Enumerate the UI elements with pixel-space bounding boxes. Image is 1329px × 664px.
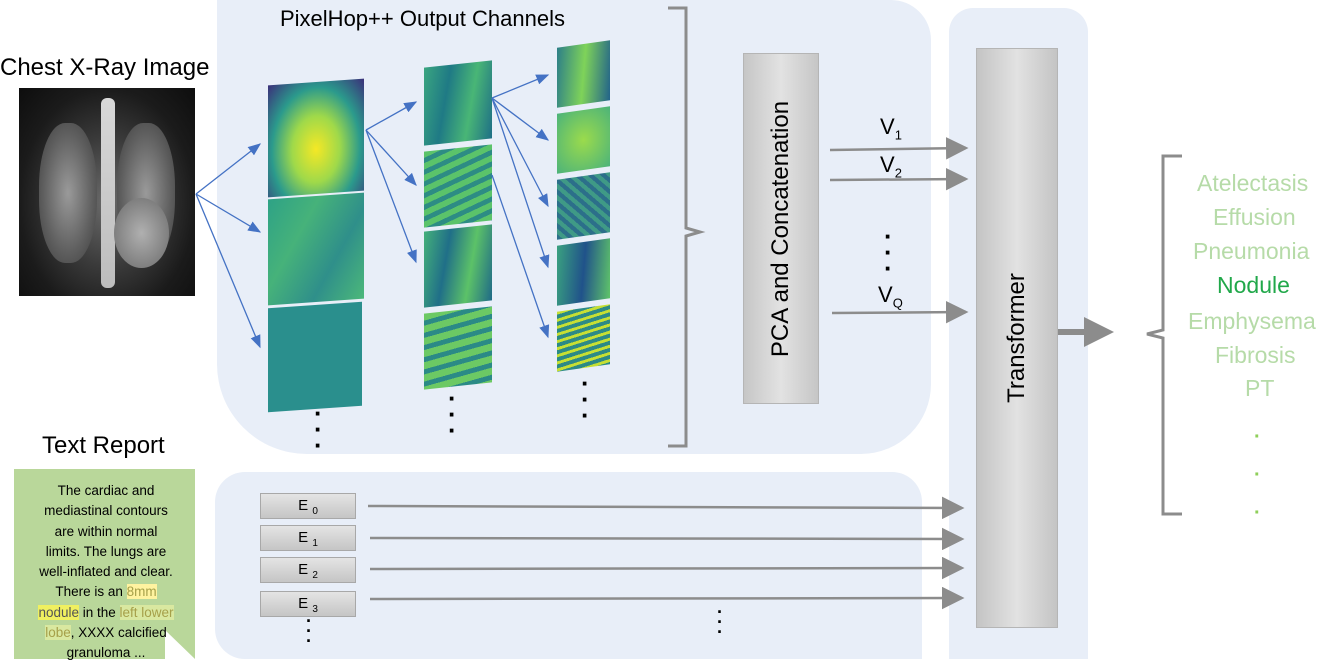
chest-xray-image xyxy=(19,88,195,296)
highlight-lobe: lobe xyxy=(45,625,71,641)
output-label-effusion: Effusion xyxy=(1213,204,1296,230)
output-label-atelectasis: Atelectasis xyxy=(1197,170,1309,196)
embedding-box: E 1 xyxy=(260,525,356,551)
output-label-pt: PT xyxy=(1245,375,1275,401)
ellipsis-dots: ··· xyxy=(314,398,323,460)
pca-label: PCA and Concatenation xyxy=(767,100,794,357)
ellipsis-dots: ··· xyxy=(306,611,312,651)
transformer-block: Transformer xyxy=(976,48,1058,628)
report-title: Text Report xyxy=(42,432,165,459)
ellipsis-dots: ··· xyxy=(448,383,457,445)
output-label-fibrosis: Fibrosis xyxy=(1215,342,1296,368)
output-label-nodule: Nodule xyxy=(1217,272,1290,298)
vector-label-v2: V2 xyxy=(880,152,902,181)
ellipsis-dots: ··· xyxy=(581,368,590,430)
output-label-emphysema: Emphysema xyxy=(1188,308,1316,334)
highlight-nodule: nodule xyxy=(38,604,79,620)
pca-concatenation-block: PCA and Concatenation xyxy=(743,53,819,404)
text-report-body: The cardiac and mediastinal contours are… xyxy=(38,483,174,661)
highlight-8mm: 8mm xyxy=(126,584,157,600)
output-label-pneumonia: Pneumonia xyxy=(1193,238,1310,264)
xray-title: Chest X-Ray Image xyxy=(0,54,210,81)
transformer-label: Transformer xyxy=(1003,273,1030,403)
vector-label-v1: V1 xyxy=(880,114,902,143)
text-report-note xyxy=(14,469,195,659)
highlight-left-lower: left lower xyxy=(119,604,174,620)
vector-label-vq: VQ xyxy=(878,282,903,311)
embedding-box: E 0 xyxy=(260,493,356,519)
ellipsis-dots: ··· xyxy=(884,221,893,283)
embedding-box: E 3 xyxy=(260,591,356,617)
ellipsis-dots: ··· xyxy=(1254,426,1261,524)
pixelhop-title: PixelHop++ Output Channels xyxy=(280,6,565,31)
ellipsis-dots: ··· xyxy=(717,602,723,642)
embedding-box: E 2 xyxy=(260,557,356,583)
